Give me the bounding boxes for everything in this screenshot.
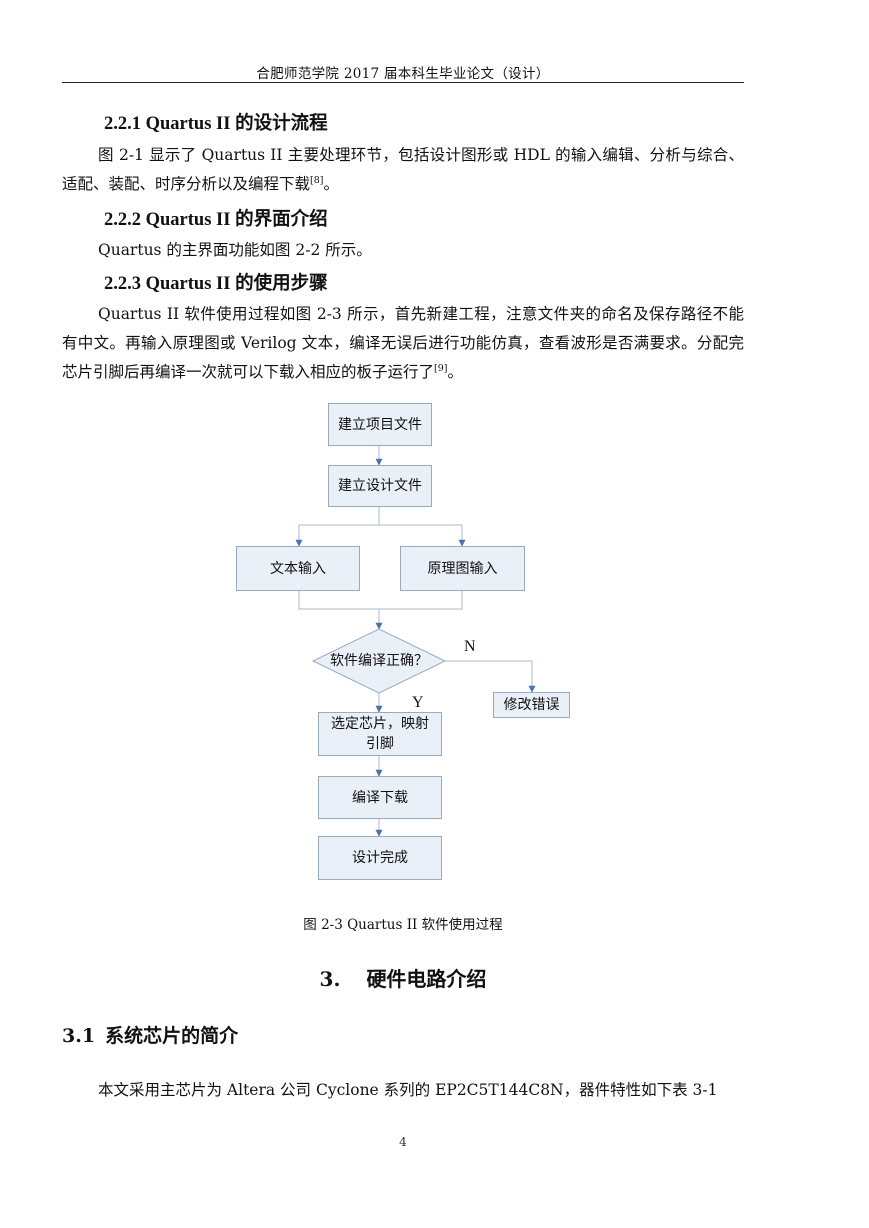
connector-design-split [295,507,380,547]
flow-step-select-chip: 选定芯片，映射引脚 [318,712,442,756]
section-heading-2-2-2: 2.2.2 Quartus II 的界面介绍 [104,210,328,230]
paragraph-end: 。 [447,363,463,381]
flow-step-create-project: 建立项目文件 [328,403,432,446]
section-2-2-2-paragraph: Quartus 的主界面功能如图 2-2 所示。 [98,241,372,259]
section-heading-2-2-3: 2.2.3 Quartus II 的使用步骤 [104,274,328,294]
section-heading-2-2-1: 2.2.1 Quartus II 的设计流程 [104,114,328,134]
connector-merge [298,591,463,610]
section-2-2-1-paragraph: 图 2-1 显示了 Quartus II 主要处理环节，包括设计图形或 HDL … [62,141,744,199]
chapter-title: 硬件电路介绍 [366,967,487,991]
chapter-number: 3. [319,967,341,991]
branch-label-no: N [464,638,476,655]
flow-step-text-input: 文本输入 [236,546,360,591]
section-heading-3-1: 3.1 系统芯片的简介 [62,1021,238,1048]
flow-step-fix-errors: 修改错误 [493,692,570,718]
citation: [9] [434,363,448,374]
flow-step-compile-download: 编译下载 [318,776,442,819]
paragraph-text: Quartus II 软件使用过程如图 2-3 所示，首先新建工程，注意文件夹的… [62,305,744,381]
running-header: 合肥师范学院 2017 届本科生毕业论文（设计） [256,66,550,82]
flow-step-schematic-input: 原理图输入 [400,546,525,591]
flow-step-design-complete: 设计完成 [318,836,442,880]
connector-no-branch [445,660,536,693]
citation: [8] [310,175,324,186]
section-number: 3.1 [62,1025,96,1047]
paragraph-text: 图 2-1 显示了 Quartus II 主要处理环节，包括设计图形或 HDL … [62,146,744,193]
figure-caption: 图 2-3 Quartus II 软件使用过程 [303,917,503,933]
chapter-heading: 3. 硬件电路介绍 [0,963,806,992]
section-title: 系统芯片的简介 [105,1025,239,1047]
page-number: 4 [399,1135,407,1149]
flow-step-create-design: 建立设计文件 [328,465,432,507]
header-rule [62,82,744,83]
branch-label-yes: Y [412,694,424,711]
paragraph-end: 。 [323,175,339,193]
section-2-2-3-paragraph: Quartus II 软件使用过程如图 2-3 所示，首先新建工程，注意文件夹的… [62,300,744,387]
connector-design-split-right [379,524,466,547]
section-3-1-paragraph: 本文采用主芯片为 Altera 公司 Cyclone 系列的 EP2C5T144… [98,1081,718,1099]
flow-decision-label: 软件编译正确？ [330,653,428,669]
